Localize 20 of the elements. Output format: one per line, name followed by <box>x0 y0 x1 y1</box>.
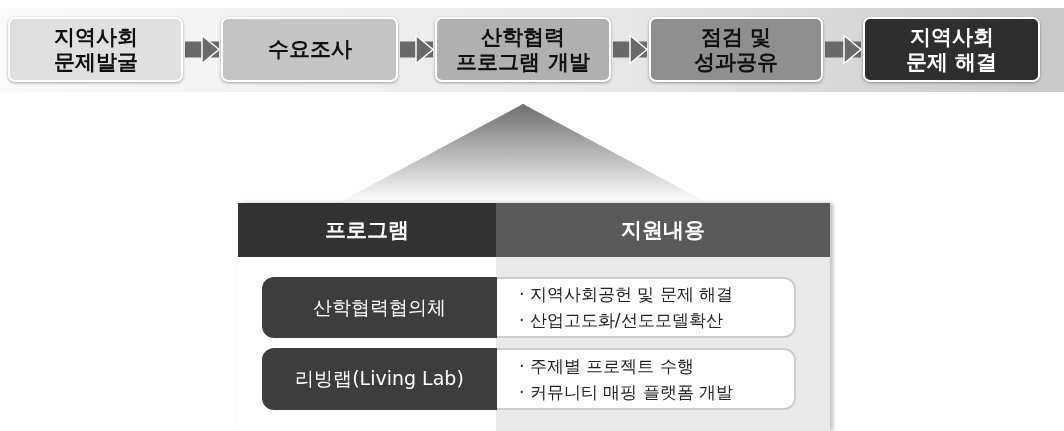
process-box: 점검 및 성과공유 <box>649 17 823 82</box>
table-header: 지원내용 <box>496 203 830 257</box>
program-table <box>238 203 830 431</box>
support-item: · 지역사회공헌 및 문제 해결 <box>519 283 735 306</box>
arrow <box>613 34 648 65</box>
support-item: · 산업고도화/선도모델확산 <box>519 309 724 332</box>
process-box: 지역사회 문제발굴 <box>8 17 183 82</box>
support-item: · 커뮤니티 매핑 플랫폼 개발 <box>519 380 735 404</box>
process-box: 산학협력 프로그램 개발 <box>435 17 611 82</box>
arrow <box>825 34 862 65</box>
support-box <box>497 348 796 410</box>
program-label: 산학협력협의체 <box>262 277 497 338</box>
program-label: 리빙랩(Living Lab) <box>262 348 497 410</box>
process-box: 수요조사 <box>221 17 398 82</box>
table-header: 프로그램 <box>238 203 496 257</box>
support-item: · 주제별 프로젝트 수행 <box>519 354 695 378</box>
support-box <box>497 277 796 338</box>
arrow <box>400 34 434 65</box>
arrow <box>185 34 220 65</box>
process-box: 지역사회 문제 해결 <box>863 17 1040 82</box>
